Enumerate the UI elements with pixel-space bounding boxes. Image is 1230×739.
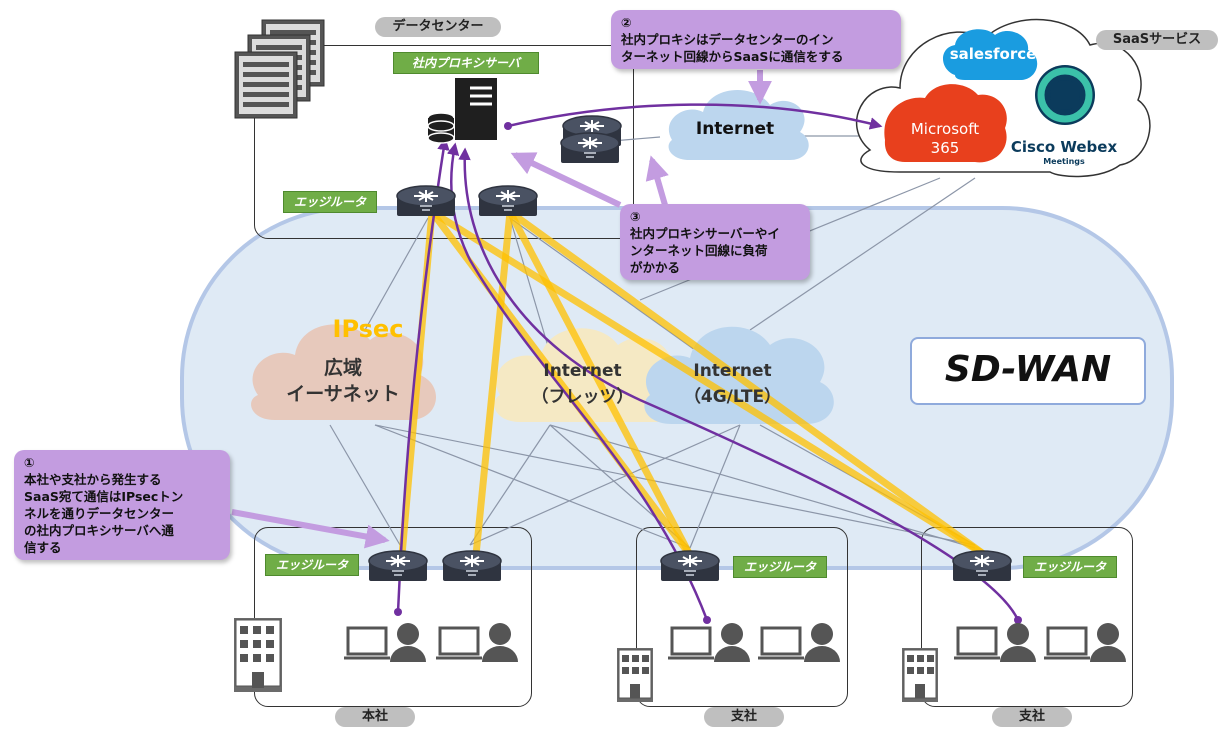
pc-user-icon (1042, 621, 1128, 664)
building-icon (616, 647, 654, 703)
callout-1: ① 本社や支社から発生する SaaS宛て通信はIPsecトン ネルを通りデータセ… (14, 450, 230, 560)
pc-user-icon (952, 621, 1038, 664)
proxy-label: 社内プロキシサーバ (393, 52, 539, 74)
site-label-shisha-1: 支社 (704, 707, 784, 727)
cloud-label-flets: Internet （フレッツ） (531, 361, 634, 407)
cloud-label-wide-ethernet: 広域 イーサネット (286, 357, 400, 405)
webex-subtext: Meetings (1043, 157, 1085, 166)
shisha-2-edge-label: エッジルータ (1023, 556, 1117, 578)
building-icon (233, 617, 283, 693)
datacenter-box (254, 45, 634, 239)
site-label-shisha-2: 支社 (992, 707, 1072, 727)
pc-user-icon (342, 621, 428, 664)
ipsec-label: IPsec (332, 315, 404, 343)
callout-2: ② 社内プロキシはデータセンターのイン ターネット回線からSaaSに通信をする (611, 10, 901, 69)
server-rack-icon (234, 19, 325, 119)
datacenter-label: データセンター (375, 17, 501, 37)
pc-user-icon (434, 621, 520, 664)
pc-user-icon (666, 621, 752, 664)
router-icon (952, 550, 1012, 582)
callout-3: ③ 社内プロキシサーバーやイ ンターネット回線に負荷 がかかる (620, 204, 810, 280)
router-icon (396, 185, 456, 217)
sdwan-label: SD-WAN (910, 337, 1146, 405)
microsoft-365-text: Microsoft 365 (910, 120, 980, 157)
cloud-wide-ethernet (251, 324, 437, 420)
router-icon (560, 132, 620, 164)
saas-label: SaaSサービス (1096, 30, 1218, 50)
router-icon (442, 550, 502, 582)
salesforce-logo (942, 29, 1038, 80)
microsoft-365-logo (884, 84, 1007, 163)
site-box-shisha-1 (636, 527, 848, 707)
site-box-honsha (254, 527, 532, 707)
site-label-honsha: 本社 (335, 707, 415, 727)
shisha-1-edge-label: エッジルータ (733, 556, 827, 578)
webex-logo (1035, 65, 1095, 125)
webex-text: Cisco Webex (1010, 138, 1118, 156)
router-icon (368, 550, 428, 582)
cloud-label-internet-top: Internet (695, 119, 775, 139)
cloud-label-lte: Internet （4G/LTE） (683, 361, 782, 407)
router-icon (478, 185, 538, 217)
proxy-server-icon (427, 78, 497, 144)
honsha-edge-label: エッジルータ (265, 554, 359, 576)
building-icon (901, 647, 939, 703)
datacenter-edge-label: エッジルータ (283, 191, 377, 213)
salesforce-text: salesforce (949, 45, 1037, 63)
pc-user-icon (756, 621, 842, 664)
site-box-shisha-2 (921, 527, 1133, 707)
router-icon (660, 550, 720, 582)
